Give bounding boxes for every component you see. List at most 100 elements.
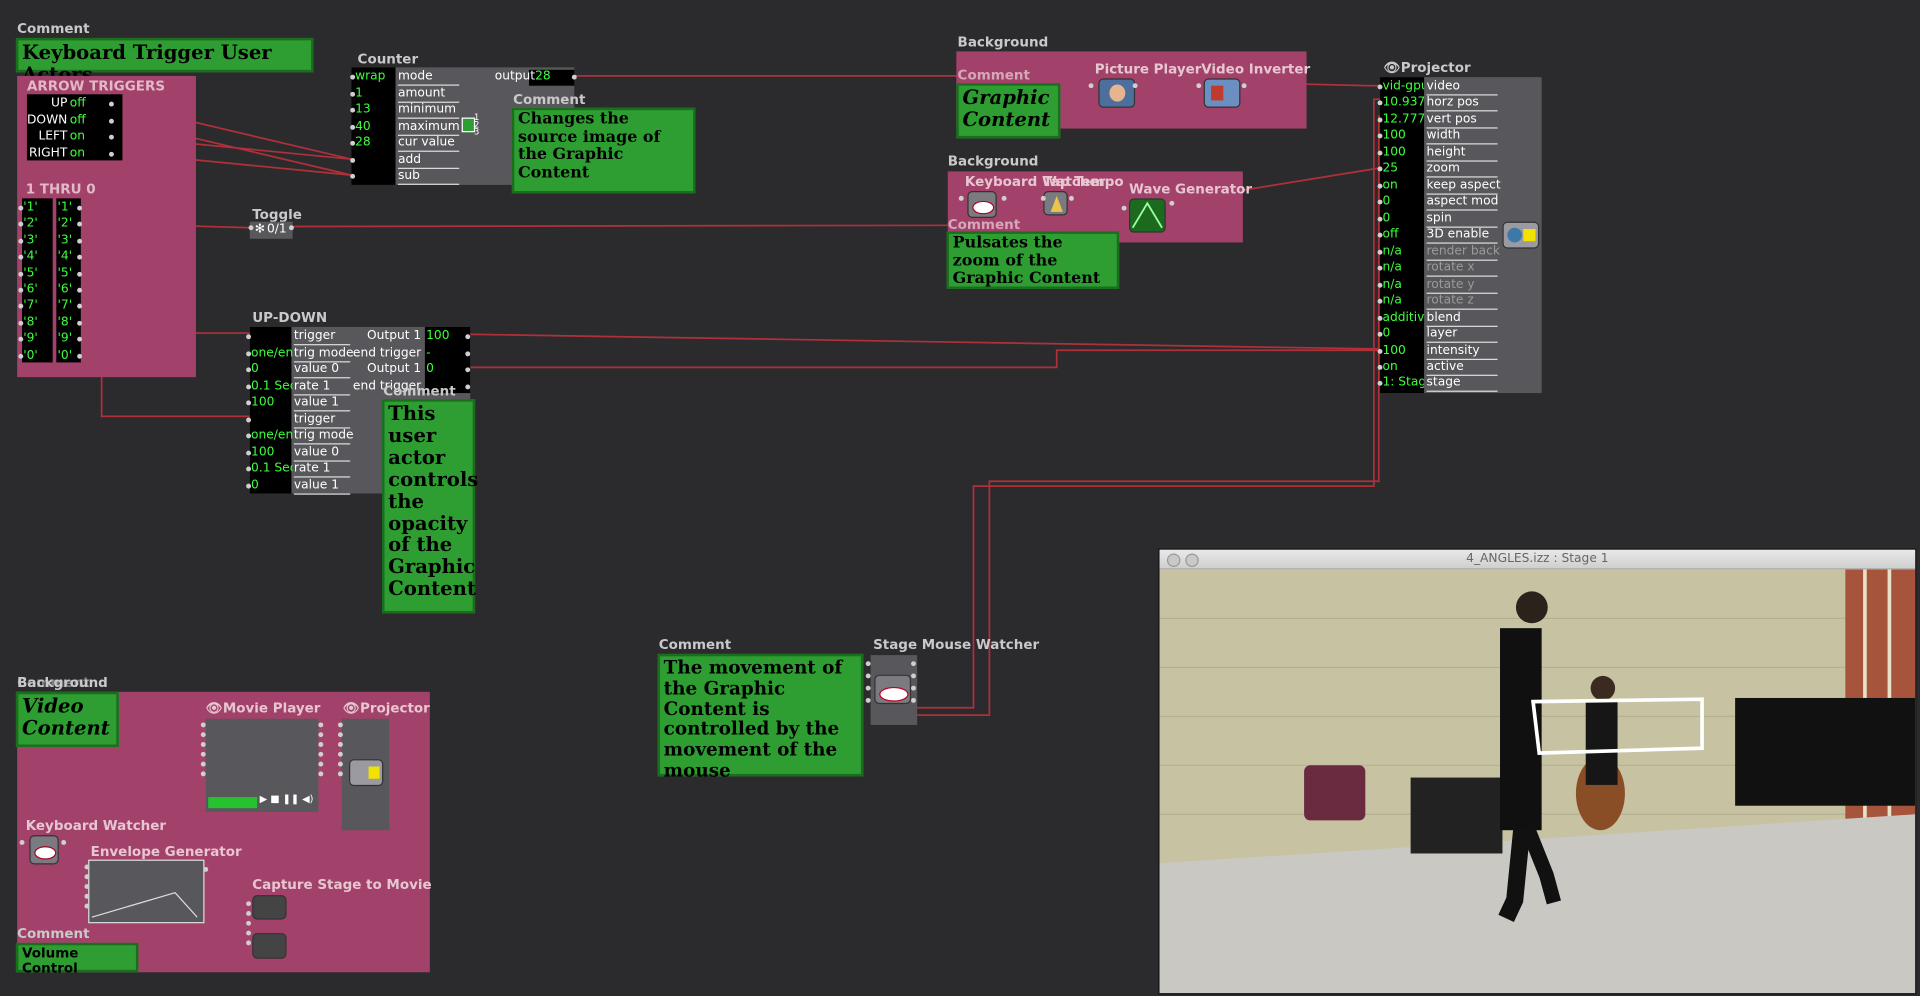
projector-input-value[interactable]: 1: Stage <box>1382 376 1424 390</box>
movie-port[interactable] <box>318 761 324 767</box>
movie-transport-icons[interactable]: ▶ ■ ❚❚ ◀) <box>259 793 314 805</box>
counter-input-value[interactable]: wrap <box>355 69 386 84</box>
projector-input-value[interactable]: 0 <box>1382 211 1391 226</box>
counter-output-value[interactable]: 28 <box>535 69 551 84</box>
digit-trigger-right[interactable]: '8' <box>57 315 73 330</box>
movie-port[interactable] <box>200 761 206 767</box>
user-actor-keyboard-triggers[interactable]: ARROW TRIGGERS 1 THRU 0 <box>17 75 196 378</box>
input-port[interactable] <box>1377 150 1383 156</box>
digit-trigger-right[interactable]: '6' <box>57 282 73 297</box>
minimize-window-icon[interactable] <box>1185 553 1199 567</box>
output-port[interactable] <box>108 101 114 107</box>
input-port[interactable] <box>246 400 252 406</box>
counter-input-value[interactable]: 28 <box>355 135 371 150</box>
digit-trigger-left[interactable]: '9' <box>23 332 38 346</box>
envelope-port[interactable] <box>84 903 90 909</box>
projector-port[interactable] <box>337 761 343 767</box>
updown-input-value[interactable] <box>251 411 293 427</box>
projector-input-value[interactable]: 0 <box>1382 195 1391 209</box>
input-port[interactable] <box>18 254 24 260</box>
projector-input-value[interactable]: 10.937 <box>1382 96 1425 110</box>
digit-trigger-left[interactable]: '8' <box>23 315 38 330</box>
digit-trigger-left[interactable]: '0' <box>23 348 38 362</box>
counter-input-value[interactable] <box>355 168 397 184</box>
output-port[interactable] <box>465 334 471 340</box>
zoom-port[interactable] <box>958 195 964 201</box>
comment-volume-control[interactable]: Volume Control <box>15 942 139 976</box>
projector-camera-icon[interactable] <box>1502 221 1540 249</box>
input-port[interactable] <box>1377 232 1383 238</box>
video-projector[interactable] <box>341 718 390 831</box>
input-port[interactable] <box>18 205 24 211</box>
arrow-trigger-value[interactable]: off <box>69 113 86 127</box>
input-port[interactable] <box>350 74 356 80</box>
input-port[interactable] <box>18 353 24 359</box>
capture-port[interactable] <box>246 901 252 907</box>
tap-tempo-metronome-icon[interactable] <box>1043 191 1068 216</box>
digit-trigger-right[interactable]: '1' <box>57 200 73 215</box>
capture-port[interactable] <box>246 920 252 926</box>
input-port[interactable] <box>1377 166 1383 172</box>
output-port[interactable] <box>77 222 83 228</box>
input-port[interactable] <box>246 367 252 373</box>
graphic-port[interactable] <box>1088 83 1094 89</box>
updown-input-value[interactable]: one/end <box>251 345 293 360</box>
mouse-watcher-port[interactable] <box>911 697 916 703</box>
projector-input-value[interactable]: 12.777 <box>1382 112 1425 127</box>
graphic-port[interactable] <box>1241 83 1247 89</box>
envelope-port[interactable] <box>84 893 90 899</box>
input-port[interactable] <box>1377 381 1383 387</box>
zoom-port[interactable] <box>1040 195 1046 201</box>
output-port[interactable] <box>77 336 83 342</box>
movie-port[interactable] <box>200 751 206 757</box>
envelope-output-port[interactable] <box>203 866 209 872</box>
movie-port[interactable] <box>318 732 324 738</box>
movie-port[interactable] <box>200 771 206 777</box>
digit-trigger-left[interactable]: '2' <box>23 217 38 231</box>
close-window-icon[interactable] <box>1166 553 1181 567</box>
updown-input-value[interactable]: 0 <box>251 362 259 376</box>
input-port[interactable] <box>18 304 24 310</box>
input-port[interactable] <box>246 383 252 389</box>
background-zoom[interactable]: Keyboard Watcher Tap Tempo Wave Generato… <box>947 171 1252 243</box>
output-port[interactable] <box>108 151 114 157</box>
counter-input-value[interactable]: 1 <box>355 86 363 100</box>
projector-port[interactable] <box>337 722 343 728</box>
input-port[interactable] <box>350 173 356 179</box>
digit-trigger-left[interactable]: '1' <box>23 200 38 215</box>
input-port[interactable] <box>1377 298 1383 304</box>
digit-trigger-right[interactable]: '3' <box>57 233 73 248</box>
input-port[interactable] <box>1377 117 1383 123</box>
keyboard-watcher-port[interactable] <box>61 840 67 845</box>
graphic-port[interactable] <box>1132 83 1138 89</box>
input-port[interactable] <box>1377 199 1383 205</box>
zoom-port[interactable] <box>1121 205 1127 211</box>
input-port[interactable] <box>18 238 24 244</box>
projector-input-value[interactable]: 0 <box>1382 326 1391 341</box>
toggle-port[interactable] <box>248 225 254 231</box>
zoom-port[interactable] <box>1001 195 1007 201</box>
comment-source-image[interactable]: Changes the source image of the Graphic … <box>511 107 696 194</box>
output-port[interactable] <box>465 350 471 356</box>
digit-trigger-left[interactable]: '4' <box>23 250 38 264</box>
digit-trigger-left[interactable]: '7' <box>23 299 38 313</box>
input-port[interactable] <box>18 271 24 277</box>
projector-input-value[interactable]: vid-gpu <box>1382 79 1425 94</box>
envelope-port[interactable] <box>84 864 90 870</box>
arrow-trigger-value[interactable]: on <box>69 146 86 160</box>
updown-input-value[interactable]: 100 <box>251 395 275 409</box>
projector-input-value[interactable]: 100 <box>1382 145 1406 160</box>
input-port[interactable] <box>1377 282 1383 288</box>
output-port[interactable] <box>77 353 83 359</box>
input-port[interactable] <box>350 124 356 130</box>
output-port[interactable] <box>77 320 83 326</box>
input-port[interactable] <box>246 433 252 439</box>
input-port[interactable] <box>1377 348 1383 354</box>
toggle-port[interactable] <box>288 225 294 231</box>
input-port[interactable] <box>1377 331 1383 337</box>
movie-player[interactable]: ▶ ■ ❚❚ ◀) <box>205 718 319 812</box>
envelope-port[interactable] <box>84 874 90 880</box>
mouse-watcher-port[interactable] <box>865 697 871 703</box>
capture-screen-icon[interactable] <box>252 895 287 920</box>
input-port[interactable] <box>1377 216 1383 222</box>
